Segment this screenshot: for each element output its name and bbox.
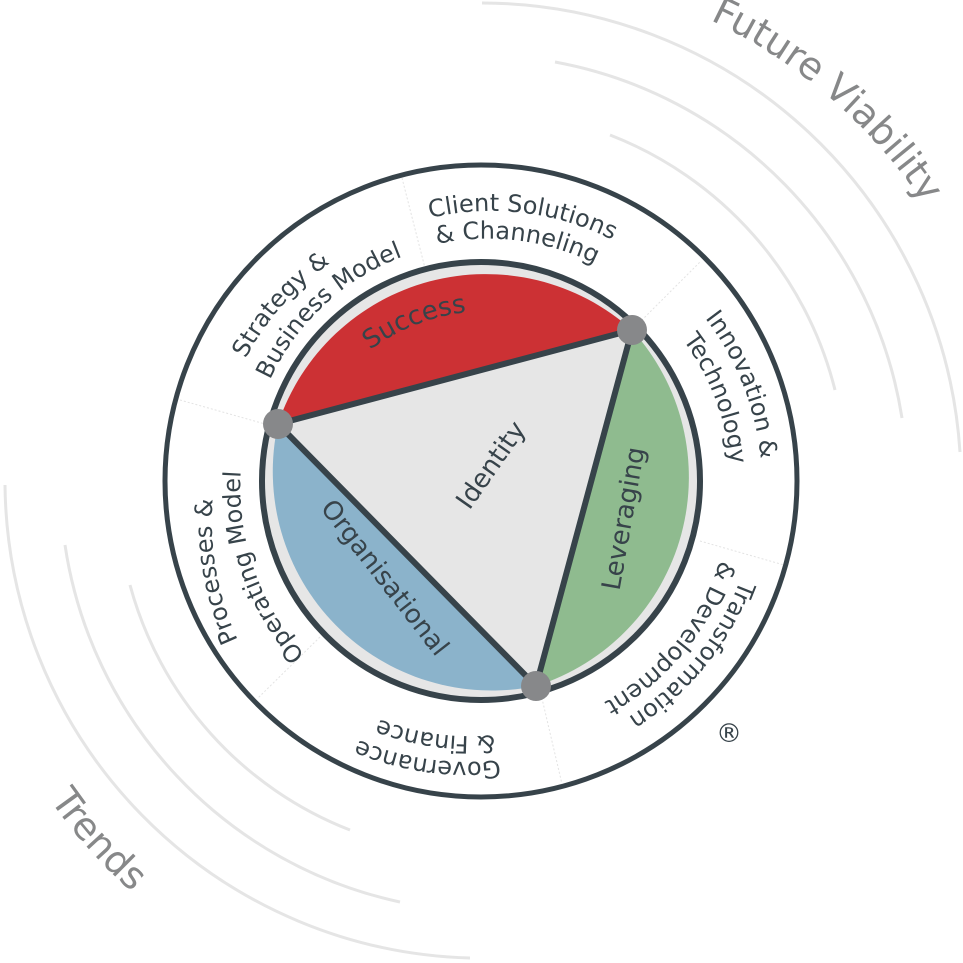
arc-top-1 <box>609 133 837 391</box>
sector-organisational[interactable] <box>272 424 536 691</box>
arc-top-3 <box>481 1 962 453</box>
arc-bot-1 <box>128 584 351 832</box>
label-trends: Trends <box>42 779 156 899</box>
sector-identity[interactable] <box>275 327 635 689</box>
arc-top-2 <box>554 60 904 419</box>
ring-dividers <box>179 177 785 785</box>
node-left <box>263 409 293 439</box>
arc-bot-3 <box>3 484 471 960</box>
label-future-viability: Future Viability <box>706 0 952 209</box>
background-arcs <box>3 1 962 960</box>
node-top-right <box>617 315 647 345</box>
registered-mark: ® <box>716 719 742 749</box>
inner-wheel <box>259 259 703 703</box>
sector-success[interactable] <box>278 274 632 424</box>
inner-ring-outline <box>259 259 703 703</box>
arc-bot-2 <box>63 544 401 904</box>
sector-leveraging[interactable] <box>536 330 689 686</box>
node-bottom <box>521 671 551 701</box>
